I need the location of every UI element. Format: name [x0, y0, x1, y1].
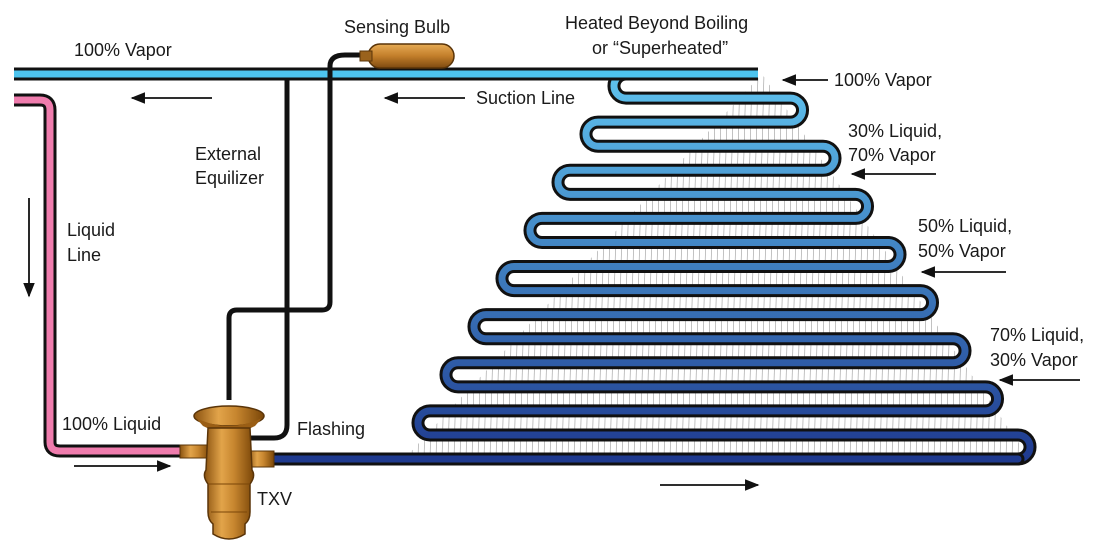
evaporator-coil [411, 67, 1037, 466]
external-equalizer-line [250, 80, 290, 441]
label-external-line2: Equilizer [195, 168, 265, 188]
label-mix30-line1: 30% Liquid, [848, 121, 943, 141]
sensing-bulb [359, 43, 455, 69]
txv-valve [179, 405, 275, 540]
label-superheated-line2: or “Superheated” [592, 38, 729, 58]
label-vapor-top-left: 100% Vapor [74, 40, 172, 60]
label-mix70-line1: 70% Liquid, [990, 325, 1085, 345]
label-superheated-line1: Heated Beyond Boiling [565, 13, 749, 33]
label-txv: TXV [257, 489, 293, 509]
label-mix50-line1: 50% Liquid, [918, 216, 1013, 236]
flow-arrows [23, 74, 1080, 491]
label-mix50-line2: 50% Vapor [918, 241, 1006, 261]
liquid-line [14, 93, 195, 458]
capillary-tube [226, 52, 372, 400]
label-vapor-right: 100% Vapor [834, 70, 932, 90]
coil-tube [414, 70, 1034, 463]
label-liquid-100: 100% Liquid [62, 414, 162, 434]
label-liquid-line2: Line [67, 245, 102, 265]
label-external-line1: External [195, 144, 262, 164]
label-liquid-line1: Liquid [67, 220, 116, 240]
label-suction-line: Suction Line [476, 88, 576, 108]
label-mix30-line2: 70% Vapor [848, 145, 936, 165]
label-flashing: Flashing [297, 419, 366, 439]
label-sensing-bulb: Sensing Bulb [344, 17, 451, 37]
label-mix70-line2: 30% Vapor [990, 350, 1078, 370]
